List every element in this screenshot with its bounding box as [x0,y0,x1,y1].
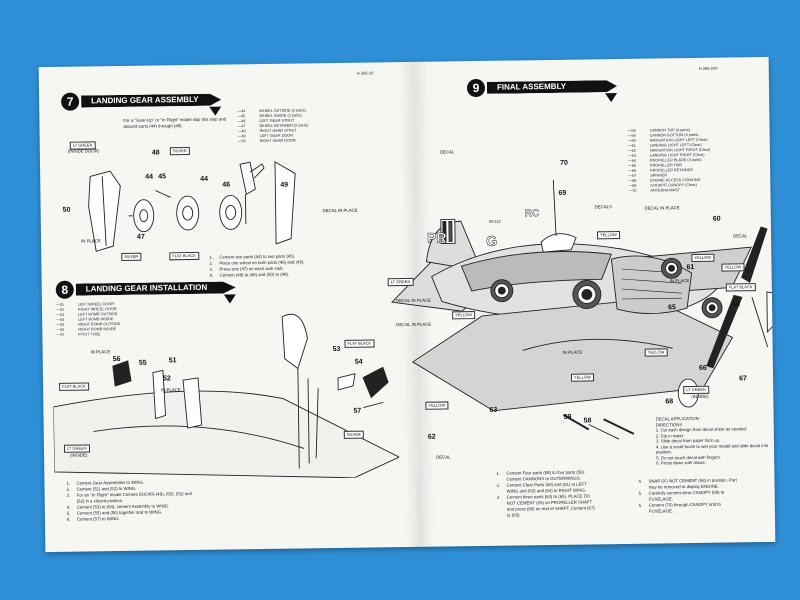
label-flat-black-9: FLAT BLACK [725,283,756,292]
label-lt-green-tag: LT GREEN [387,277,414,287]
label-silver: SILVER [169,147,190,156]
callout-52: 52 [162,375,171,383]
callout-64: 64 [731,301,740,309]
instruction-item: FUSELAGE. [648,508,674,514]
label-flat-black-2: FLAT BLACK [344,339,375,348]
label-flat-black: FLAT BLACK [169,251,199,261]
step-7-instructions: 1.Cement two parts (44) to two parts (45… [209,253,304,278]
instruction-sheet: H 266-20 H 266-240 7 LANDING GEAR ASSEMB… [38,56,776,553]
step-8-instructions: 1.Cement Gear Assemblies to WING. 2.Ceme… [66,479,192,523]
label-decals: DECALS [594,204,612,210]
callout-67: 67 [739,375,747,383]
callout-61: 61 [686,263,695,272]
step-8-number: 8 [55,280,74,299]
label-in-place-2: IN PLACE [161,387,181,393]
step-9-instructions-right: 4.SNAP DO NOT CEMENT (68) in position. P… [638,477,737,514]
label-silver-8: SILVER [343,430,364,439]
step-9-title: FINAL ASSEMBLY [487,80,617,94]
step-9-instructions-left: 1.Cement Four parts (58) to four parts (… [496,469,595,518]
label-in-place: IN PLACE [81,238,101,244]
callout-45: 45 [158,173,167,181]
label-in-place-1: IN PLACE [90,349,111,355]
page-ref-left: H 266-20 [356,70,374,76]
label-decal-in-place-2: DECAL IN PLACE [644,205,680,211]
label-silver-2: SILVER [121,252,142,261]
label-inside-8: (INSIDE) [70,452,88,458]
callout-44a: 44 [145,173,154,181]
callout-70: 70 [559,159,568,167]
label-in-place-9-1: IN PLACE [669,278,690,284]
label-yellow-1: YELLOW [596,231,620,240]
callout-47: 47 [136,233,145,241]
label-decal-top: DECAL [439,149,455,155]
step-9-arrow [605,93,618,103]
callout-68: 68 [665,398,674,406]
label-yellow-4: YELLOW [452,311,475,320]
label-yellow-6: YELLOW [570,373,594,382]
label-decal-in-place-4: DECAL IN PLACE [396,321,432,328]
label-decal-in-place: DECAL IN PLACE [322,207,358,214]
page-ref-right: H 266-240 [698,65,718,71]
label-yellow-7: YELLOW [425,401,449,410]
callout-55: 55 [138,359,147,367]
landing-gear-installation-drawing [52,313,400,479]
instruction-item: 6.Cement (57) to WING. [66,516,120,522]
label-yellow-5: YELLOW [644,348,668,357]
callout-58: 58 [583,417,592,425]
callout-57: 57 [353,407,362,415]
label-decal-bottom: DECAL [436,454,451,460]
label-decal-right: DECAL [733,233,748,239]
callout-50: 50 [62,206,71,214]
label-inside-door: (INSIDE DOOR) [67,148,100,154]
label-flat-black-1: FLAT BLACK [59,382,89,391]
instruction-item: to (65). [506,512,521,518]
label-inside-9: (INSIDE) [691,393,709,400]
step-9-number: 9 [466,78,486,98]
landing-gear-assembly-drawing [88,161,296,252]
aircraft-final-assembly-drawing [391,179,775,440]
label-in-place-9-2: IN PLACE [562,349,583,355]
step-7-number: 7 [61,92,80,111]
callout-53: 53 [332,345,341,354]
callout-63: 63 [489,406,498,414]
decal-step: 6. Press down with tissue. [656,459,706,466]
step-7-arrow [209,106,222,116]
step-7-title: LANDING GEAR ASSEMBLY [81,94,221,108]
callout-59: 59 [563,413,572,421]
callout-44b: 44 [200,175,209,183]
step-7-note: For a "Gear-Up" or "In Flight" model ski… [123,116,227,129]
code-letters-tail: RC [524,208,540,220]
callout-60: 60 [712,215,721,223]
callout-49: 49 [280,181,289,189]
callout-46: 46 [222,181,231,189]
step-8-arrow [223,294,236,304]
callout-66: 66 [698,364,707,372]
callout-54: 54 [354,358,363,366]
label-decal-in-place-3: DECAL IN PLACE [395,297,431,304]
callout-48: 48 [151,149,160,157]
callout-65: 65 [668,304,676,312]
code-letter-right: G [486,232,498,249]
label-yellow-2: YELLOW [691,253,715,263]
label-yellow-3: YELLOW [721,263,745,272]
instruction-item: 4.Cement (48) to (46) and (50) to (48). [209,271,290,278]
decal-directions: DECAL APPLICATION DIRECTIONS 1. Cut each… [656,415,772,466]
code-letters-left: PR [426,229,447,246]
step-8-title: LANDING GEAR INSTALLATION [76,281,236,295]
callout-69: 69 [558,189,567,197]
callout-51: 51 [168,357,177,365]
serial-number: SK113 [488,218,501,224]
callout-62: 62 [427,433,436,441]
callout-56: 56 [112,356,121,364]
